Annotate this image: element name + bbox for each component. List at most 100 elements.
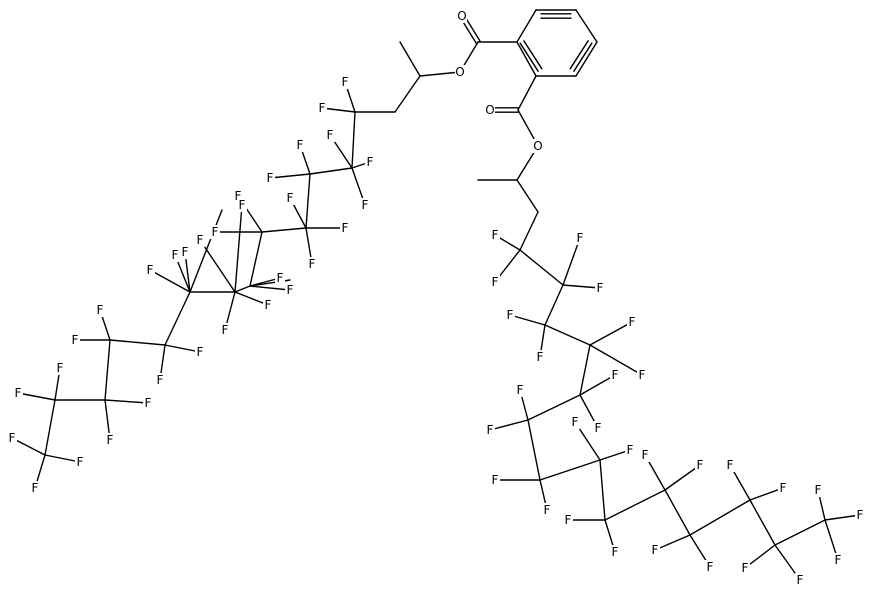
- fluorine-atom-label: F: [612, 368, 619, 382]
- label-background: [13, 386, 23, 400]
- fluorine-atom-label: F: [544, 503, 551, 517]
- label-background: [105, 433, 115, 447]
- fluorine-atom-label: F: [780, 481, 787, 495]
- label-background: [542, 503, 552, 517]
- label-background: [457, 9, 467, 23]
- benzene-ring-bond: [516, 41, 537, 77]
- label-background: [340, 75, 350, 89]
- fluorine-atom-label: F: [277, 271, 284, 285]
- label-background: [593, 421, 603, 435]
- fluorine-atom-label: F: [197, 345, 204, 359]
- label-background: [485, 103, 495, 117]
- fluorine-atom-label: F: [572, 415, 579, 429]
- fluorine-atom-label: F: [707, 560, 714, 574]
- fluorine-atom-label: F: [697, 458, 704, 472]
- benzene-double-bond: [519, 42, 539, 72]
- label-background: [360, 198, 370, 212]
- fluorine-atom-label: F: [492, 228, 499, 242]
- label-background: [535, 350, 545, 364]
- label-background: [30, 481, 40, 495]
- label-background: [695, 458, 705, 472]
- fluorine-atom-label: F: [727, 458, 734, 472]
- perfluoro-chain-bond: [109, 339, 166, 346]
- carbon-fluorine-bond: [589, 344, 643, 376]
- ester-bond: [419, 71, 461, 77]
- fluorine-atom-label: F: [212, 225, 219, 239]
- perfluoro-chain-bond: [774, 519, 826, 546]
- carbon-fluorine-bond: [44, 454, 81, 463]
- fluorine-atom-label: F: [157, 373, 164, 387]
- fluorine-atom-label: F: [362, 198, 369, 212]
- label-background: [778, 481, 788, 495]
- fluorine-atom-label: F: [15, 386, 22, 400]
- carbon-fluorine-bond: [654, 534, 691, 551]
- perfluoro-chain-bond: [261, 227, 307, 233]
- fluorine-atom-label: F: [319, 101, 326, 115]
- label-background: [340, 221, 350, 235]
- label-background: [180, 245, 190, 259]
- label-background: [170, 248, 180, 262]
- benzene-double-bond: [523, 40, 543, 70]
- fluorine-atom-label: F: [32, 481, 39, 495]
- fluorine-atom-label: F: [639, 368, 646, 382]
- perfluoro-chain-bond: [527, 394, 581, 421]
- label-background: [263, 298, 273, 312]
- oxygen-atom-label: O: [533, 139, 542, 153]
- perfluoro-chain-bond: [604, 489, 666, 521]
- fluorine-atom-label: F: [57, 361, 64, 375]
- fluorine-atom-label: F: [147, 263, 154, 277]
- fluorine-atom-label: F: [97, 303, 104, 317]
- chain-bond: [394, 75, 421, 113]
- fluorine-atom-label: F: [612, 545, 619, 559]
- label-background: [70, 333, 80, 347]
- fluorine-atom-label: F: [9, 431, 16, 445]
- perfluoro-chain-bond: [544, 284, 564, 326]
- carbon-fluorine-bond: [664, 464, 701, 491]
- label-background: [220, 323, 230, 337]
- label-background: [307, 257, 317, 271]
- label-background: [455, 65, 465, 79]
- perfluoro-chain-bond: [539, 459, 601, 481]
- fluorine-atom-label: F: [487, 423, 494, 437]
- oxygen-atom-label: O: [457, 9, 466, 23]
- label-background: [485, 423, 495, 437]
- fluorine-atom-label: F: [815, 483, 822, 497]
- label-background: [145, 263, 155, 277]
- fluorine-atom-label: F: [597, 281, 604, 295]
- label-background: [533, 139, 543, 153]
- carbon-fluorine-bond: [11, 437, 46, 456]
- chain-bond: [516, 179, 539, 213]
- carbon-fluorine-bond: [249, 285, 291, 291]
- fluorine-atom-label: F: [287, 191, 294, 205]
- carbon-fluorine-bond: [149, 269, 191, 293]
- fluorine-atom-label: F: [77, 455, 84, 469]
- fluorine-atom-label: F: [267, 171, 274, 185]
- perfluoro-chain-bond: [164, 291, 191, 346]
- label-background: [795, 573, 805, 587]
- branch-bond: [189, 209, 223, 293]
- carbon-fluorine-bond: [234, 291, 269, 306]
- branch-bond: [199, 239, 236, 293]
- carbon-fluorine-bond: [489, 419, 529, 431]
- carbon-fluorine-bond: [589, 321, 633, 346]
- label-background: [625, 443, 635, 457]
- carbon-fluorine-bond: [824, 514, 861, 521]
- label-background: [295, 138, 305, 152]
- label-background: [570, 415, 580, 429]
- label-background: [610, 545, 620, 559]
- fluorine-atom-label: F: [239, 198, 246, 212]
- label-background: [705, 560, 715, 574]
- perfluoro-chain-bond: [544, 324, 591, 346]
- fluorine-atom-label: F: [197, 233, 204, 247]
- carbon-fluorine-bond: [749, 487, 784, 501]
- label-background: [155, 373, 165, 387]
- label-background: [813, 483, 823, 497]
- branch-bond: [234, 204, 243, 293]
- label-background: [637, 368, 647, 382]
- benzene-double-bond: [569, 40, 589, 70]
- fluorine-atom-label: F: [565, 513, 572, 527]
- label-background: [285, 283, 295, 297]
- fluorine-atom-label: F: [577, 231, 584, 245]
- fluorine-atom-label: F: [507, 308, 514, 322]
- fluorine-atom-label: F: [342, 75, 349, 89]
